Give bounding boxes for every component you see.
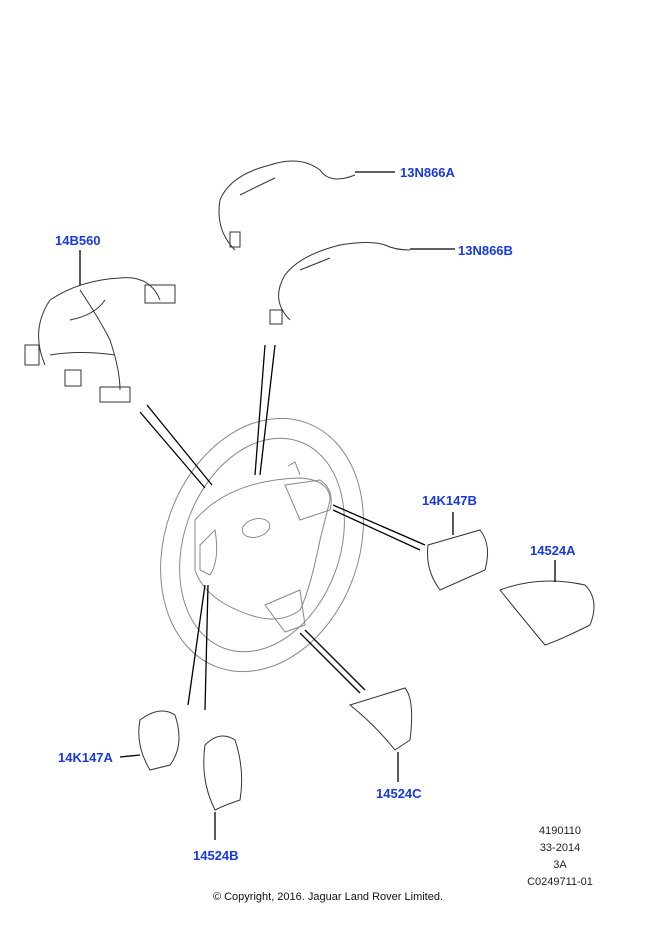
harness-14b560 [38,277,161,391]
callout-13n866a[interactable]: 13N866A [400,165,455,180]
callout-14524a[interactable]: 14524A [530,543,576,558]
callout-14524c[interactable]: 14524C [376,786,422,801]
callout-14k147a[interactable]: 14K147A [58,750,113,765]
callout-13n866b[interactable]: 13N866B [458,243,513,258]
cover-14524a [499,580,595,646]
reference-line-2: 33-2014 [539,842,581,854]
callout-14524b[interactable]: 14524B [193,848,239,863]
copyright: © Copyright, 2016. Jaguar Land Rover Lim… [212,891,444,903]
cover-14524c [348,687,413,751]
reference-line-4: C0249711-01 [527,876,593,888]
switch-14k147a [138,710,180,771]
harness-13n866b [278,242,411,321]
harness-13n866a [218,160,356,251]
reference-line-1: 4190110 [538,825,581,837]
callout-14b560[interactable]: 14B560 [55,233,101,248]
reference-line-3: 3A [553,859,567,871]
cover-14524b [203,735,243,811]
switch-14k147b [427,529,489,591]
steering-wheel [160,417,364,673]
callout-14k147b[interactable]: 14K147B [422,493,477,508]
